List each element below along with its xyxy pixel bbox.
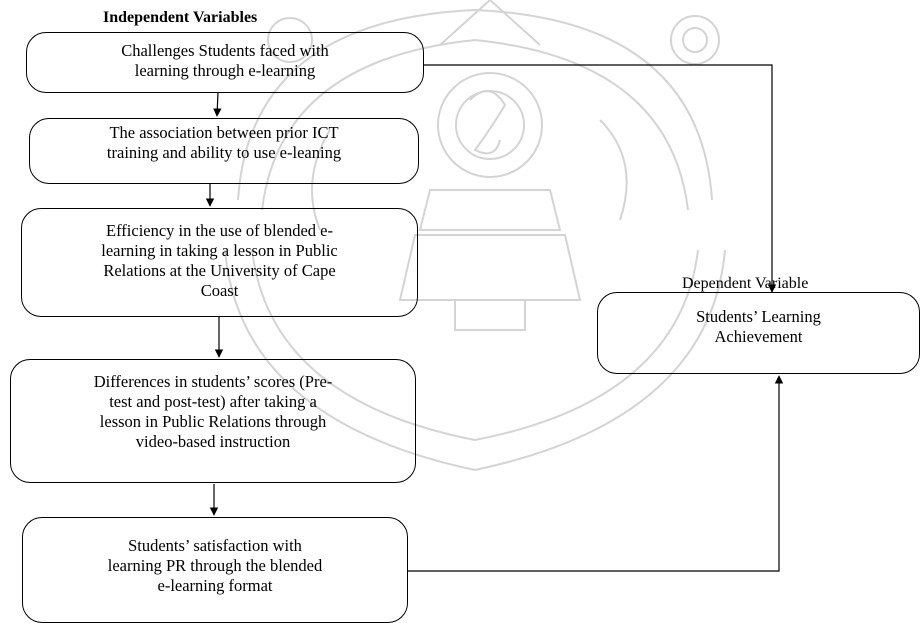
box-satisfaction-text: Students’ satisfaction with learning PR …	[107, 536, 323, 595]
arrow-challenges-to-ict	[213, 91, 222, 117]
independent-variables-heading: Independent Variables	[103, 9, 258, 26]
box-satisfaction: Students’ satisfaction with learning PR …	[22, 517, 408, 623]
box-efficiency: Efficiency in the use of blended e- lear…	[21, 208, 418, 317]
connector-challenges-to-achievement	[423, 64, 777, 293]
box-efficiency-text: Efficiency in the use of blended e- lear…	[101, 221, 338, 300]
box-ict-training-text: The association between prior ICT traini…	[106, 123, 342, 162]
box-learning-achievement: Students’ Learning Achievement	[597, 292, 920, 374]
box-learning-achievement-text: Students’ Learning Achievement	[696, 307, 821, 346]
box-differences-text: Differences in students’ scores (Pre- te…	[93, 372, 333, 451]
box-challenges-text: Challenges Students faced with learning …	[121, 41, 329, 80]
box-challenges: Challenges Students faced with learning …	[26, 32, 424, 93]
dependent-variable-heading: Dependent Variable	[682, 275, 809, 292]
box-differences: Differences in students’ scores (Pre- te…	[10, 359, 416, 483]
connector-satisfaction-to-achievement	[408, 375, 784, 572]
box-ict-training: The association between prior ICT traini…	[29, 118, 419, 184]
